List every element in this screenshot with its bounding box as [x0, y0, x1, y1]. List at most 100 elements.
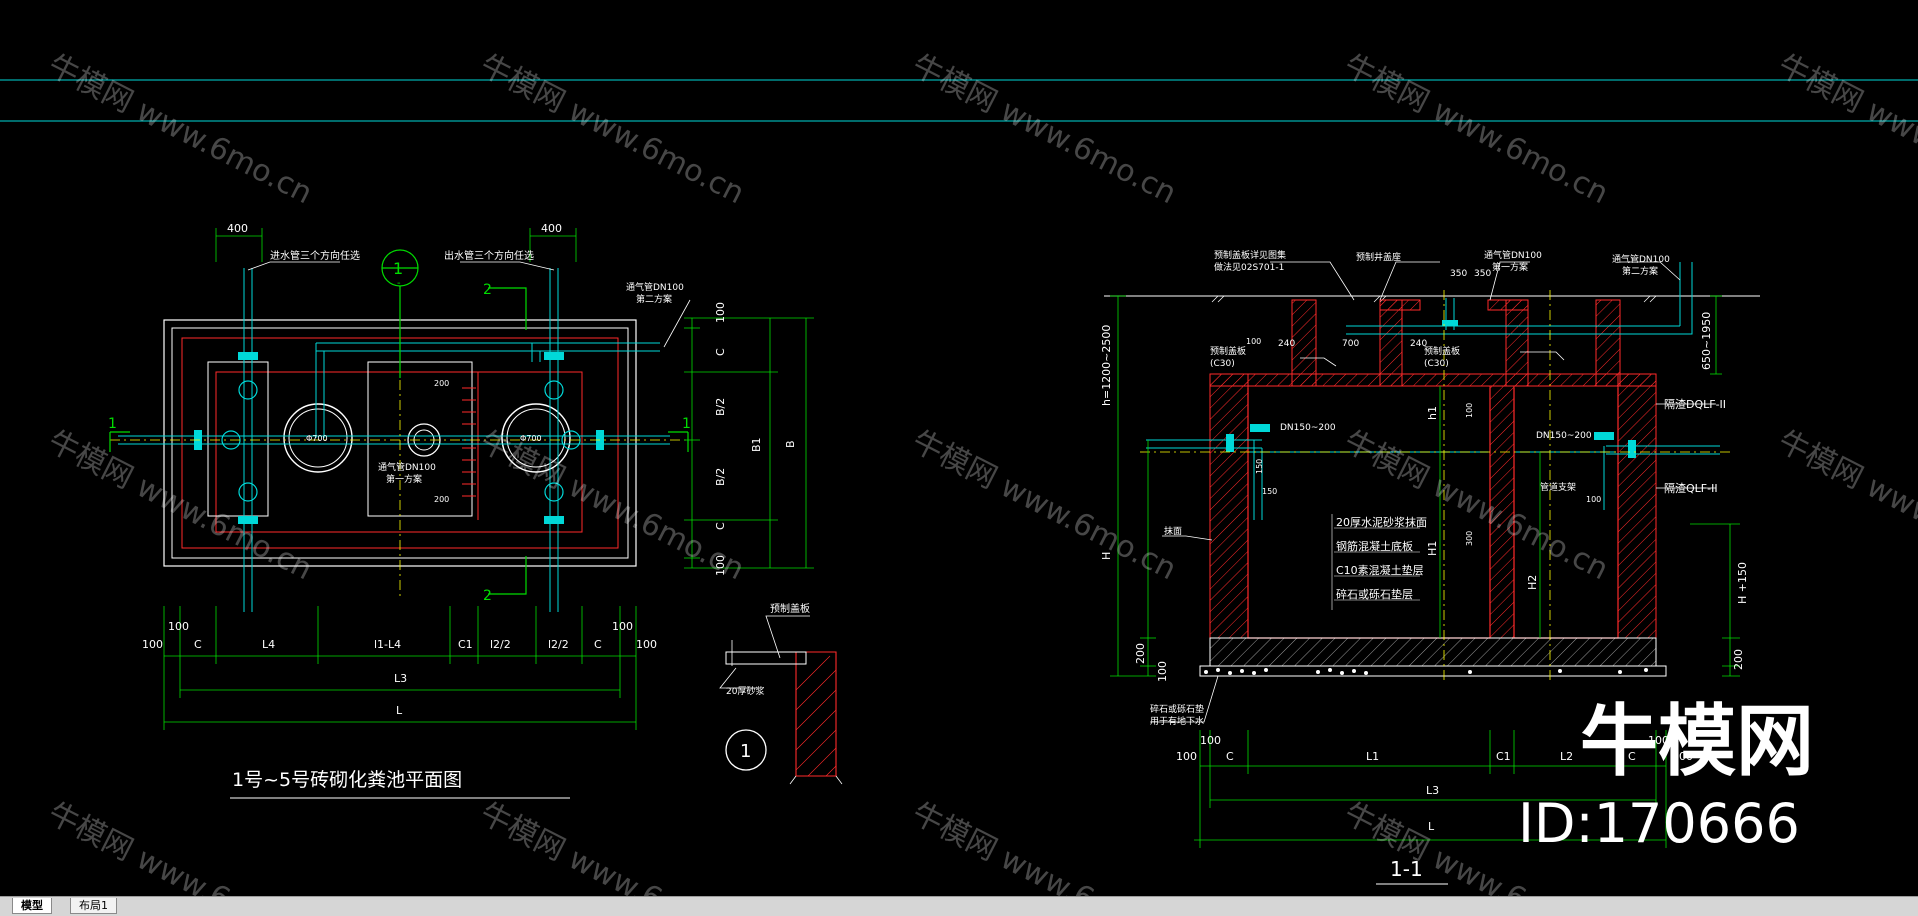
watermark-id: ID:170666: [1518, 792, 1800, 855]
plan-note-inlet: 进水管三个方向任选: [270, 249, 360, 262]
plan-dim-right-3: B/2: [714, 468, 727, 486]
section-dim-H2: H2: [1526, 575, 1539, 590]
detail-circle-number: 1: [740, 741, 751, 762]
plan-dim-right-5: 100: [714, 555, 727, 576]
plan-chamber-left: [207, 361, 269, 517]
section-small-3: 300: [1465, 531, 1474, 546]
plan-section2-top: 2: [483, 282, 492, 298]
section-label-dqlf: 隔渣DQLF-II: [1664, 397, 1726, 411]
section-small-5: 100: [1246, 337, 1261, 346]
plan-manhole-1: [283, 403, 353, 473]
plan-dim-b-6: l2/2: [490, 638, 511, 651]
section-note-base: 碎石或砾石垫: [1150, 703, 1204, 715]
plan-dims-right: [684, 317, 814, 569]
section-note-vent2: 通气管DN100: [1612, 253, 1670, 265]
detail-slab: [725, 651, 807, 665]
section-gravel: [1204, 668, 1648, 675]
plan-circle-mark-sub: -: [397, 278, 401, 289]
section-label-plate-l: 预制盖板: [1210, 345, 1246, 357]
section-dim-b-0: 100: [1176, 750, 1197, 763]
section-base-layer: [1199, 665, 1667, 677]
section-bottom-dim-labels: 100 100 C L1 C1 L2 C 100 100 L3 L: [1176, 734, 1693, 833]
section-small-4: 100: [1586, 495, 1601, 504]
section-note-cover2: 做法见02S701-1: [1214, 261, 1284, 273]
section-dim-b-1: 100: [1200, 734, 1221, 747]
section-note-vent-sub: 第一方案: [1492, 261, 1528, 273]
plan-dim-b-10: 100: [636, 638, 657, 651]
section-label-plate-r: 预制盖板: [1424, 345, 1460, 357]
section-ground-ticks: [1211, 295, 1657, 303]
section-dim-b-8: 100: [1672, 750, 1693, 763]
section-dim-200a: 200: [1134, 643, 1147, 664]
watermark-logo: 牛模网: [1580, 697, 1814, 787]
plan-ladder: [462, 387, 476, 497]
section-note-well: 预制井盖座: [1356, 251, 1401, 263]
detail-label-b: 20厚砂浆: [726, 685, 764, 697]
section-view: 预制盖板详见图集 做法见02S701-1 预制井盖座 通气管DN100 第一方案…: [1100, 249, 1760, 885]
section-dim-240a: 240: [1278, 339, 1295, 349]
section-small-dims: 100 150 150 300 100 100: [1246, 337, 1601, 546]
section-title: 1-1: [1390, 857, 1423, 881]
section-leaders: [1150, 261, 1716, 723]
watermark-7: 牛模网 www.6mo.cn: [474, 424, 749, 587]
plan-view: 400 400 进水管三个方向任选 出水管三个方向任选 通气管DN100 第二方…: [108, 222, 814, 799]
section-dim-b-4: C1: [1496, 750, 1511, 763]
section-dim-240b: 240: [1410, 339, 1427, 349]
plan-leaders: [247, 261, 691, 348]
plan-dim-b-4: l1-L4: [374, 638, 401, 651]
watermark-3: 牛模网 www.6mo.cn: [906, 48, 1181, 211]
watermark-4: 牛模网 www.6mo.cn: [1338, 48, 1613, 211]
plan-chamber-mid: [367, 361, 473, 517]
section-dims-left: [1110, 295, 1156, 677]
section-dims-bottom: [1194, 730, 1667, 848]
plan-dim-b-1: 100: [168, 620, 189, 633]
plan-note-vent-sub: 第二方案: [636, 293, 672, 305]
detail-wall: [795, 651, 837, 777]
section-dim-100a: 100: [1156, 661, 1169, 682]
plan-dims-bottom: [163, 606, 637, 730]
plan-dim-b-8: C: [594, 638, 602, 651]
detail-leader-b: [719, 667, 758, 689]
section-dim-350a: 350: [1450, 269, 1467, 279]
plan-manhole-label-1: Φ700: [306, 434, 328, 443]
plan-dim-small-b: 200: [434, 495, 449, 504]
section-material-notes: 20厚水泥砂浆抹面 钢筋混凝土底板 C10素混凝土垫层 碎石或砾石垫层 隔渣DQ…: [1336, 397, 1726, 601]
plan-dim-bottom-labels: 100 100 C L4 l1-L4 C1 l2/2 l2/2 C 100 10…: [142, 620, 657, 717]
section-note-cover: 预制盖板详见图集: [1214, 249, 1286, 261]
section-label-plate-r2: (C30): [1424, 359, 1449, 369]
plan-circle-mark: 1: [393, 259, 403, 278]
plan-dim-right-labels: 100 C B/2 B/2 C 100 B1 B: [714, 302, 797, 576]
section-notes-lines: [1331, 514, 1420, 610]
watermark-10: 牛模网 www.6mo.cn: [1772, 424, 1918, 587]
plan-dim-L3: L3: [394, 672, 407, 685]
plan-dim-right-B: B: [784, 440, 797, 448]
section-pipe-in: DN150~200: [1280, 423, 1336, 433]
section-fittings: [1226, 320, 1636, 458]
section-dims-right: [1439, 295, 1740, 677]
section-label-plate-l2: (C30): [1210, 359, 1235, 369]
tab-model[interactable]: 模型: [12, 898, 52, 914]
section-dim-L3: L3: [1426, 784, 1439, 797]
section-center-lines: [1140, 290, 1730, 680]
section-note-base2: 用于有地下水: [1150, 715, 1204, 727]
plan-dims-top: [215, 228, 577, 262]
section-material-2: C10素混凝土垫层: [1336, 563, 1424, 577]
section-dim-Hp150: H +150: [1736, 562, 1749, 604]
section-dim-L: L: [1428, 820, 1435, 833]
plan-dim-right-2: B/2: [714, 398, 727, 416]
section-pipes: [1146, 262, 1720, 520]
section-dim-b-6: C: [1628, 750, 1636, 763]
section-dim-b-7: 100: [1648, 734, 1669, 747]
section-label-qlf: 隔渣QLF-II: [1664, 481, 1718, 495]
tab-layout1[interactable]: 布局1: [70, 898, 117, 914]
watermark-5: 牛模网 www.6mo.cn: [1772, 48, 1918, 211]
section-dim-H: H: [1100, 552, 1113, 560]
detail-label-a: 预制盖板: [770, 602, 810, 615]
plan-section2-bottom: 2: [483, 588, 492, 604]
plan-dim-b-7: l2/2: [548, 638, 569, 651]
section-material-0: 20厚水泥砂浆抹面: [1336, 515, 1427, 529]
section-dim-700: 700: [1342, 339, 1359, 349]
section-small-2: 150: [1262, 487, 1277, 496]
layout-tab-bar: 模型 布局1: [0, 896, 1918, 916]
